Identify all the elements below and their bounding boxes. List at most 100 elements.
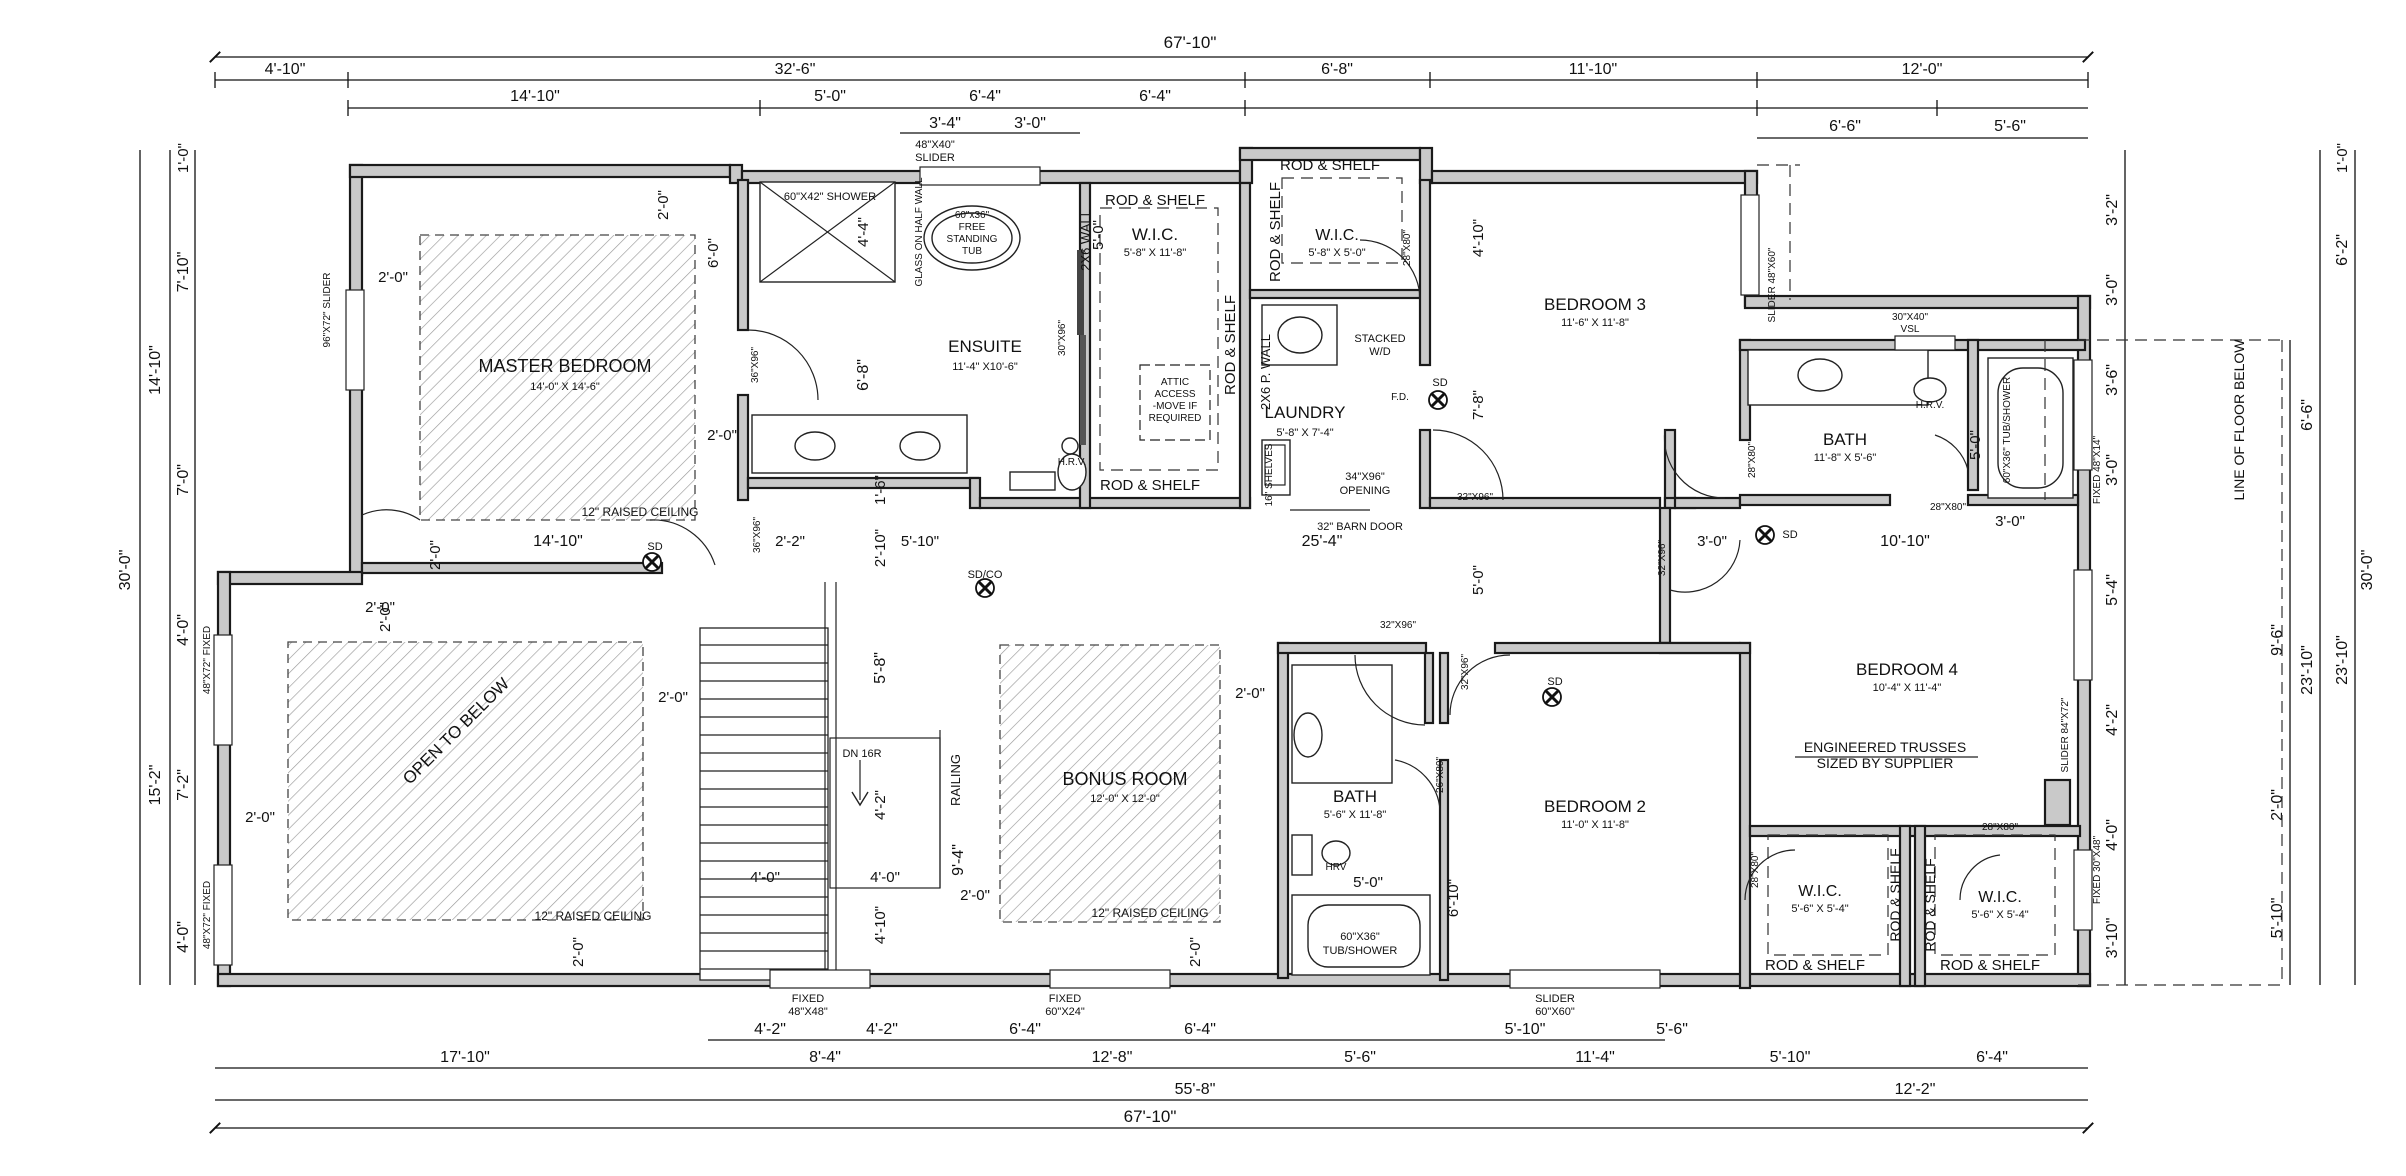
rod-shelf-label: ROD & SHELF [1100, 477, 1200, 494]
idim: 1'-6" [872, 475, 889, 505]
sd-label: SD [1782, 529, 1797, 541]
room-master-size: 14'-0" X 14'-6" [530, 381, 600, 393]
idim: 9'-4" [950, 844, 967, 876]
dim-right-inner-8: 3'-10" [2104, 918, 2121, 959]
room-bedroom3-name: BEDROOM 3 [1544, 295, 1646, 314]
dim-right-inner-5: 5'-4" [2104, 574, 2121, 606]
idim: 5'-8" [872, 652, 889, 684]
door-size-label: 28"X80" [1930, 502, 1966, 513]
idim: 2'-0" [377, 602, 394, 632]
opening-label-1: 34"X96" [1345, 471, 1385, 483]
room-bath-upper-name: BATH [1823, 430, 1867, 449]
dim-right-inner-2: 3'-0" [2104, 274, 2121, 306]
room-bedroom3-size: 11'-6" X 11'-8" [1561, 317, 1629, 329]
open-to-below-note: 12" RAISED CEILING [535, 909, 652, 923]
door-size-label: 28"X80" [1402, 230, 1413, 266]
room-master-name: MASTER BEDROOM [478, 356, 651, 376]
door-size-label: 32"X96" [1380, 620, 1416, 631]
idim: 5'-0" [1353, 874, 1383, 891]
smoke-detector-icon [1428, 390, 1448, 410]
tub-label-4: TUB [962, 246, 982, 257]
idim: 2'-0" [707, 427, 737, 444]
room-bonus-size: 12'-0" X 12'-0" [1090, 793, 1160, 805]
dim-top-r3-3: 6'-4" [969, 88, 1001, 105]
room-wic1-size: 5'-8" X 11'-8" [1124, 247, 1187, 259]
idim: 2'-0" [570, 937, 587, 967]
room-bonus-name: BONUS ROOM [1062, 769, 1187, 789]
room-wic2-size: 5'-8" X 5'-0" [1308, 247, 1365, 259]
dim-right-inner-6: 4'-2" [2104, 704, 2121, 736]
floor-below-label: LINE OF FLOOR BELOW [2231, 339, 2247, 501]
dim-top-r3-1: 14'-10" [510, 88, 560, 105]
idim: 2'-0" [655, 190, 672, 220]
rod-shelf-label: ROD & SHELF [1887, 848, 1903, 941]
room-bath-lower-name: BATH [1333, 787, 1377, 806]
idim: 6'-10" [1445, 879, 1462, 917]
dim-top-4: 11'-10" [1569, 61, 1617, 78]
idim: 5'-10" [901, 533, 939, 550]
tub-shower-label-1: 60"X36" [1340, 931, 1380, 943]
dim-right-inner-1: 3'-2" [2104, 194, 2121, 226]
idim: 6'-8" [855, 359, 872, 391]
fixtures [751, 181, 2074, 976]
dim-left-inner-5: 7'-2" [175, 769, 192, 801]
idim: 2'-0" [378, 269, 408, 286]
idim: 10'-10" [1880, 533, 1930, 550]
stacked-label-2: W/D [1369, 346, 1390, 358]
idim: 14'-10" [533, 533, 583, 550]
fixed-right-2: FIXED 30"X48" [2092, 835, 2103, 904]
staircase [699, 582, 941, 981]
idim: 5'-0" [1090, 220, 1107, 250]
dim-left-overall: 30'-0" [117, 550, 134, 591]
vsl-label-2: VSL [1901, 324, 1920, 335]
idim: 2'-0" [1235, 685, 1265, 702]
sd-label: SD [1547, 676, 1562, 688]
idim: 2'-0" [245, 809, 275, 826]
attic-label-3: -MOVE IF [1153, 401, 1197, 412]
dim-right-outer-2: 6'-2" [2334, 234, 2351, 266]
slider-top-2: SLIDER [915, 152, 955, 164]
idim: 2'-0" [960, 887, 990, 904]
door-size-label: 36"X96" [752, 517, 763, 553]
room-wic4-size: 5'-6" X 5'-4" [1971, 909, 2028, 921]
idim: 2'-0" [658, 689, 688, 706]
dim-right-inner-3: 3'-6" [2104, 364, 2121, 396]
tub-label-1: 60"x36" [955, 210, 990, 221]
room-laundry-size: 5'-8" X 7'-4" [1276, 427, 1333, 439]
attic-label-2: ACCESS [1154, 389, 1195, 400]
dim-left-inner-1: 1'-0" [175, 143, 192, 173]
dim-bot-1: 4'-2" [754, 1021, 786, 1038]
wall-2x6p-label: 2X6 P. WALL [1258, 334, 1273, 410]
doors [361, 239, 2001, 901]
dim-top-overall: 67'-10" [1164, 33, 1217, 52]
fixed-bottom-2a: FIXED [1049, 993, 1081, 1005]
idim: 2'-0" [365, 599, 395, 616]
fixed-bottom-1a: FIXED [792, 993, 824, 1005]
dim-right-outer-1: 1'-0" [2334, 143, 2351, 173]
dim-right-col3-1: 9'-6" [2269, 624, 2286, 656]
rod-shelf-label: ROD & SHELF [1765, 957, 1865, 974]
room-bath-lower-size: 5'-6" X 11'-8" [1324, 809, 1387, 821]
dim-left-inner-4: 4'-0" [175, 614, 192, 646]
door-size-label: 30"X96" [1057, 320, 1068, 356]
dim-bot-r2-6: 5'-10" [1770, 1049, 1811, 1066]
room-bonus-note: 12" RAISED CEILING [1092, 906, 1209, 920]
dim-right-col3-3: 5'-10" [2269, 898, 2286, 939]
idim: 7'-8" [1470, 390, 1487, 420]
hrv-label-2: HRV [1326, 862, 1347, 873]
dim-bot-r2-2: 8'-4" [809, 1049, 841, 1066]
idim: 6'-0" [705, 238, 722, 268]
slider-top-1: 48"X40" [915, 139, 955, 151]
barn-door-label: 32" BARN DOOR [1317, 521, 1403, 533]
door-size-label: 26"X80" [1435, 757, 1446, 793]
dim-left-outer-2: 15'-2" [147, 765, 164, 806]
top-dimensions: 67'-10" 4'-10" 32'-6" 6'-8" 11'-10" 12'-… [209, 33, 2094, 139]
dim-left-outer-1: 14'-10" [147, 345, 164, 395]
dim-bot-r3-1: 55'-8" [1175, 1081, 1216, 1098]
idim: 4'-10" [1470, 219, 1487, 257]
smoke-detector-icon [1542, 687, 1562, 707]
room-wic4-name: W.I.C. [1978, 889, 2022, 906]
smoke-detector-icon [975, 578, 995, 598]
dim-left-inner-6: 4'-0" [175, 921, 192, 953]
dim-left-inner-3: 7'-0" [175, 464, 192, 496]
